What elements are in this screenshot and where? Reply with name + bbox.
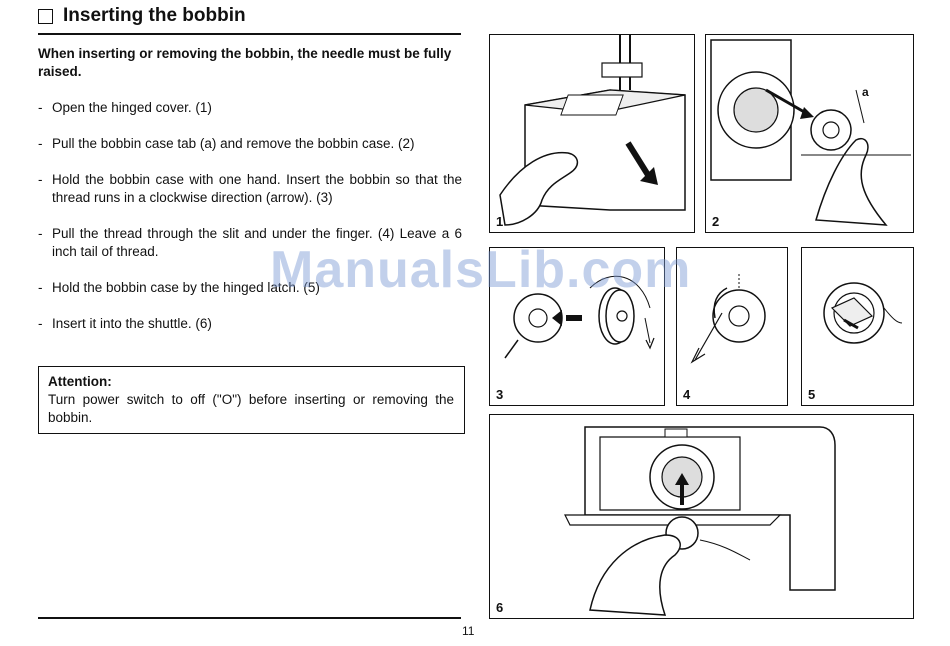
checkbox-icon: [38, 8, 53, 24]
list-item: -Insert it into the shuttle. (6): [38, 316, 212, 331]
list-item: -Hold the bobbin case by the hinged latc…: [38, 280, 320, 295]
steps-list: -Open the hinged cover. (1) -Pull the bo…: [38, 99, 462, 351]
insert-bobbin-illustration: [504, 275, 655, 359]
insert-into-shuttle-illustration: [564, 426, 836, 616]
list-item: -Pull the thread through the slit and un…: [38, 226, 462, 259]
remove-bobbin-case-illustration: [710, 39, 911, 226]
page-title-text: Inserting the bobbin: [63, 5, 246, 26]
figure-label-a: a: [862, 85, 869, 99]
figure-number: 3: [496, 387, 504, 402]
hinged-cover-illustration: [499, 35, 686, 226]
figure-4: 4: [676, 247, 788, 406]
page-number: 11: [462, 624, 475, 638]
figure-1: 1: [489, 34, 695, 233]
list-item: -Pull the bobbin case tab (a) and remove…: [38, 136, 415, 151]
figure-5: 5: [801, 247, 914, 406]
figure-number: 1: [496, 214, 504, 229]
figure-6: 6: [489, 414, 914, 619]
page-title: Inserting the bobbin: [38, 5, 246, 27]
figure-number: 4: [683, 387, 691, 402]
list-item: -Open the hinged cover. (1): [38, 100, 212, 115]
figure-3: 3: [489, 247, 665, 406]
figure-number: 5: [808, 387, 816, 402]
attention-body: Turn power switch to off ("O") before in…: [48, 392, 454, 425]
title-divider: [38, 33, 461, 35]
intro-text: When inserting or removing the bobbin, t…: [38, 46, 452, 79]
attention-box: Attention: Turn power switch to off ("O"…: [38, 366, 465, 434]
thread-through-slit-illustration: [690, 273, 766, 364]
hinged-latch-illustration: [823, 282, 903, 344]
figure-number: 6: [496, 600, 504, 615]
attention-heading: Attention:: [48, 374, 112, 389]
footer-divider: [38, 617, 461, 619]
list-item: -Hold the bobbin case with one hand. Ins…: [38, 172, 462, 205]
figure-2: a 2: [705, 34, 914, 233]
figure-number: 2: [712, 214, 720, 229]
